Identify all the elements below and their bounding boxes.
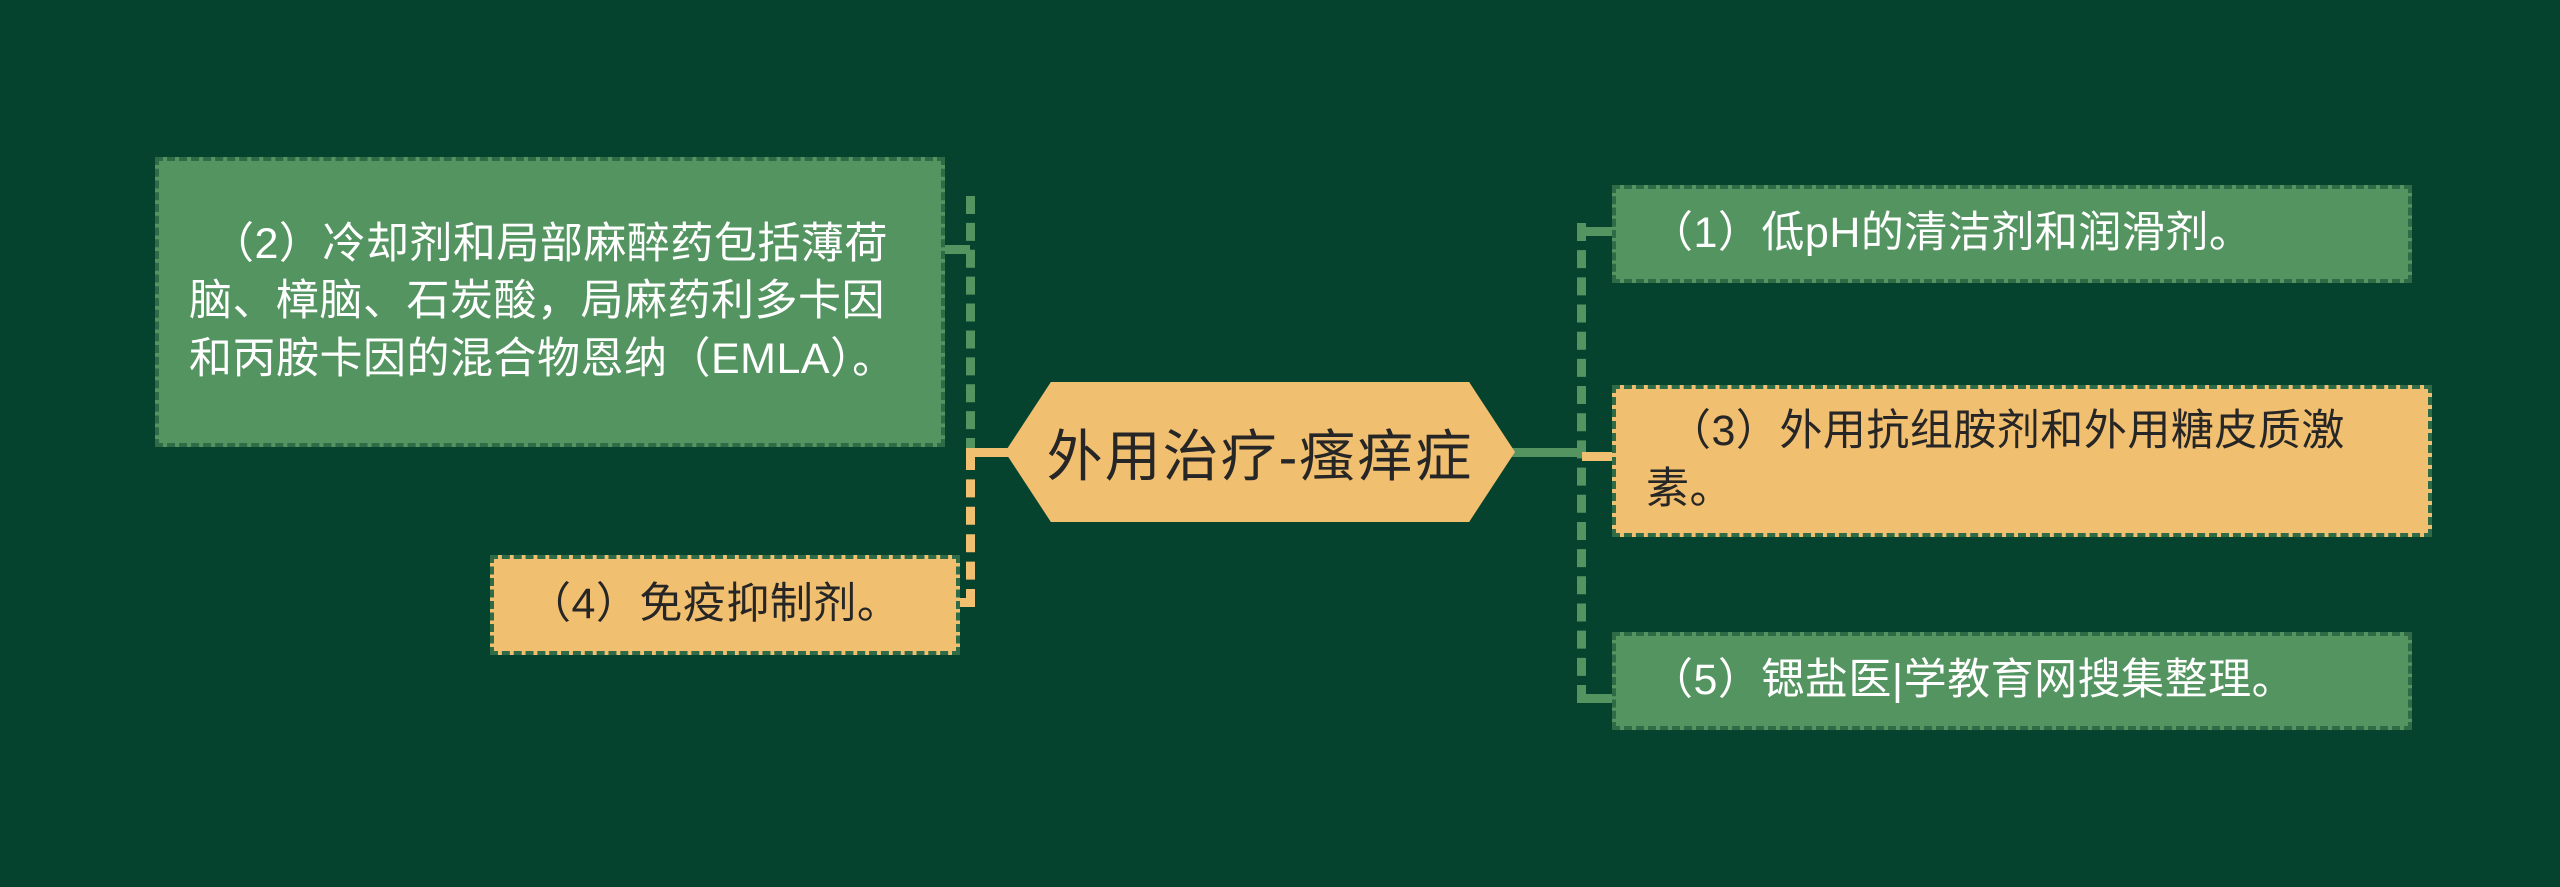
- node-box-2[interactable]: （2）冷却剂和局部麻醉药包括薄荷脑、樟脑、石炭酸，局麻药利多卡因和丙胺卡因的混合…: [155, 157, 945, 447]
- node-label-4: （4）免疫抑制剂。: [528, 580, 901, 629]
- connector-stub-node-1: [1582, 227, 1616, 236]
- node-label-5: （5）锶盐医|学教育网搜集整理。: [1650, 656, 2296, 705]
- connector-left-spine-upper: [966, 196, 975, 456]
- node-box-4[interactable]: （4）免疫抑制剂。: [490, 555, 960, 655]
- connector-stub-node-3: [1582, 452, 1616, 461]
- connector-stub-node-5: [1582, 694, 1616, 703]
- node-label-3: （3）外用抗组胺剂和外用糖皮质激素。: [1646, 407, 2345, 513]
- connector-hexagon-to-right: [1506, 448, 1582, 457]
- node-box-5[interactable]: （5）锶盐医|学教育网搜集整理。: [1612, 632, 2412, 730]
- connector-left-spine-lower: [966, 452, 975, 607]
- node-box-1[interactable]: （1）低pH的清洁剂和润滑剂。: [1612, 185, 2412, 283]
- center-hexagon-node[interactable]: 外用治疗-瘙痒症: [1005, 382, 1515, 522]
- node-box-3[interactable]: （3）外用抗组胺剂和外用糖皮质激素。: [1612, 385, 2432, 537]
- connector-right-spine: [1577, 223, 1586, 703]
- node-label-2: （2）冷却剂和局部麻醉药包括薄荷脑、樟脑、石炭酸，局麻药利多卡因和丙胺卡因的混合…: [189, 219, 896, 383]
- connector-stub-node-2: [944, 245, 970, 254]
- center-hexagon-label: 外用治疗-瘙痒症: [1046, 424, 1474, 488]
- node-label-1: （1）低pH的清洁剂和润滑剂。: [1650, 209, 2253, 258]
- connector-left-to-hexagon: [966, 448, 1022, 457]
